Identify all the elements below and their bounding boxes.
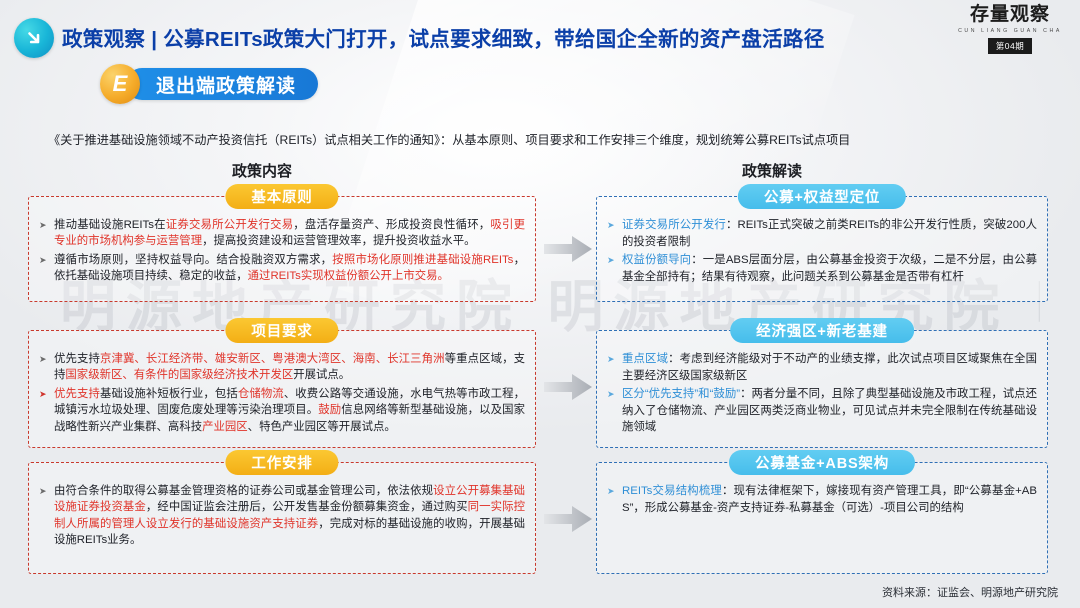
- arrow-down-right-circle-icon: [14, 18, 54, 58]
- right-arrow-icon: [544, 236, 592, 262]
- panel-title: 基本原则: [225, 184, 339, 209]
- panel-items: 证券交易所公开发行：REITs正式突破之前类REITs的非公开发行性质，突破20…: [607, 217, 1037, 287]
- bullet-text: 由符合条件的取得公募基金管理资格的证券公司或基金管理公司，依法依规设立公开募集基…: [54, 485, 525, 547]
- issue-badge: 第04期: [987, 37, 1033, 55]
- bullet-item: 优先支持基础设施补短板行业，包括仓储物流、收费公路等交通设施，水电气热等市政工程…: [39, 386, 525, 435]
- panel-title: 工作安排: [225, 450, 339, 475]
- bullet-text: 推动基础设施REITs在证券交易所公开发行交易，盘活存量资产、形成投资良性循环，…: [54, 219, 525, 248]
- bullet-text: REITs交易结构梳理：现有法律框架下，嫁接现有资产管理工具，即“公募基金+AB…: [622, 485, 1037, 514]
- subtitle: 《关于推进基础设施领域不动产投资信托（REITs）试点相关工作的通知》：从基本原…: [48, 133, 851, 147]
- panel-title: 公募基金+ABS架构: [728, 450, 916, 475]
- panel-public-equity-positioning: 公募+权益型定位 证券交易所公开发行：REITs正式突破之前类REITs的非公开…: [596, 184, 1048, 302]
- column-header-policy-interpretation: 政策解读: [742, 163, 803, 180]
- panel-basic-principles: 基本原则 推动基础设施REITs在证券交易所公开发行交易，盘活存量资产、形成投资…: [28, 184, 536, 302]
- bullet-item: 区分“优先支持”和“鼓励”：两者分量不同，且除了典型基础设施及市政工程，试点还纳…: [607, 386, 1037, 436]
- right-arrow-icon: [544, 374, 592, 400]
- panel-title: 项目要求: [225, 318, 339, 343]
- bullet-item: 推动基础设施REITs在证券交易所公开发行交易，盘活存量资产、形成投资良性循环，…: [39, 217, 525, 250]
- panel-items: 由符合条件的取得公募基金管理资格的证券公司或基金管理公司，依法依规设立公开募集基…: [39, 483, 525, 551]
- panel-work-arrangement: 工作安排 由符合条件的取得公募基金管理资格的证券公司或基金管理公司，依法依规设立…: [28, 450, 536, 574]
- bullet-text: 优先支持基础设施补短板行业，包括仓储物流、收费公路等交通设施，水电气热等市政工程…: [54, 387, 525, 433]
- panel-project-requirements: 项目要求 优先支持京津冀、长江经济带、雄安新区、粤港澳大湾区、海南、长江三角洲等…: [28, 318, 536, 448]
- slide-header: 政策观察 | 公募REITs政策大门打开，试点要求细致，带给国企全新的资产盘活路…: [0, 0, 1080, 58]
- bullet-item: REITs交易结构梳理：现有法律框架下，嫁接现有资产管理工具，即“公募基金+AB…: [607, 483, 1037, 516]
- panel-items: REITs交易结构梳理：现有法律框架下，嫁接现有资产管理工具，即“公募基金+AB…: [607, 483, 1037, 518]
- bullet-text: 权益份额导向：一是ABS层面分层，由公募基金投资于次级，二是不分层，由公募基金全…: [622, 254, 1037, 283]
- panel-title: 经济强区+新老基建: [730, 318, 914, 343]
- panel-items: 优先支持京津冀、长江经济带、雄安新区、粤港澳大湾区、海南、长江三角洲等重点区域，…: [39, 351, 525, 437]
- section-label: 退出端政策解读: [126, 68, 319, 100]
- panel-items: 重点区域：考虑到经济能级对于不动产的业绩支撑，此次试点项目区域聚焦在全国主要经济…: [607, 351, 1037, 438]
- bullet-text: 遵循市场原则，坚持权益导向。结合投融资双方需求，按照市场化原则推进基础设施REI…: [54, 253, 525, 283]
- panel-items: 推动基础设施REITs在证券交易所公开发行交易，盘活存量资产、形成投资良性循环，…: [39, 217, 525, 287]
- panel-fund-abs-structure: 公募基金+ABS架构 REITs交易结构梳理：现有法律框架下，嫁接现有资产管理工…: [596, 450, 1048, 574]
- right-arrow-icon: [544, 506, 592, 532]
- bullet-text: 区分“优先支持”和“鼓励”：两者分量不同，且除了典型基础设施及市政工程，试点还纳…: [622, 388, 1037, 434]
- page-title: 政策观察 | 公募REITs政策大门打开，试点要求细致，带给国企全新的资产盘活路…: [62, 28, 825, 51]
- brand-logo: 存量观察 CUN LIANG GUAN CHA 第04期: [952, 4, 1068, 55]
- section-letter-badge: E: [100, 64, 140, 104]
- bullet-item: 优先支持京津冀、长江经济带、雄安新区、粤港澳大湾区、海南、长江三角洲等重点区域，…: [39, 351, 525, 384]
- bullet-text: 优先支持京津冀、长江经济带、雄安新区、粤港澳大湾区、海南、长江三角洲等重点区域，…: [54, 353, 525, 382]
- bullet-text: 重点区域：考虑到经济能级对于不动产的业绩支撑，此次试点项目区域聚焦在全国主要经济…: [622, 353, 1037, 382]
- bullet-item: 证券交易所公开发行：REITs正式突破之前类REITs的非公开发行性质，突破20…: [607, 217, 1037, 250]
- panel-economic-zones-infrastructure: 经济强区+新老基建 重点区域：考虑到经济能级对于不动产的业绩支撑，此次试点项目区…: [596, 318, 1048, 448]
- bullet-item: 重点区域：考虑到经济能级对于不动产的业绩支撑，此次试点项目区域聚焦在全国主要经济…: [607, 351, 1037, 384]
- panel-title: 公募+权益型定位: [737, 184, 907, 209]
- logo-chinese-name: 存量观察: [969, 4, 1050, 25]
- bullet-text: 证券交易所公开发行：REITs正式突破之前类REITs的非公开发行性质，突破20…: [622, 219, 1037, 248]
- bullet-item: 权益份额导向：一是ABS层面分层，由公募基金投资于次级，二是不分层，由公募基金全…: [607, 252, 1037, 285]
- bullet-item: 遵循市场原则，坚持权益导向。结合投融资双方需求，按照市场化原则推进基础设施REI…: [39, 252, 525, 285]
- source-note: 资料来源：证监会、明源地产研究院: [882, 587, 1058, 599]
- bullet-item: 由符合条件的取得公募基金管理资格的证券公司或基金管理公司，依法依规设立公开募集基…: [39, 483, 525, 549]
- logo-pinyin: CUN LIANG GUAN CHA: [958, 27, 1062, 34]
- column-header-policy-content: 政策内容: [232, 163, 293, 180]
